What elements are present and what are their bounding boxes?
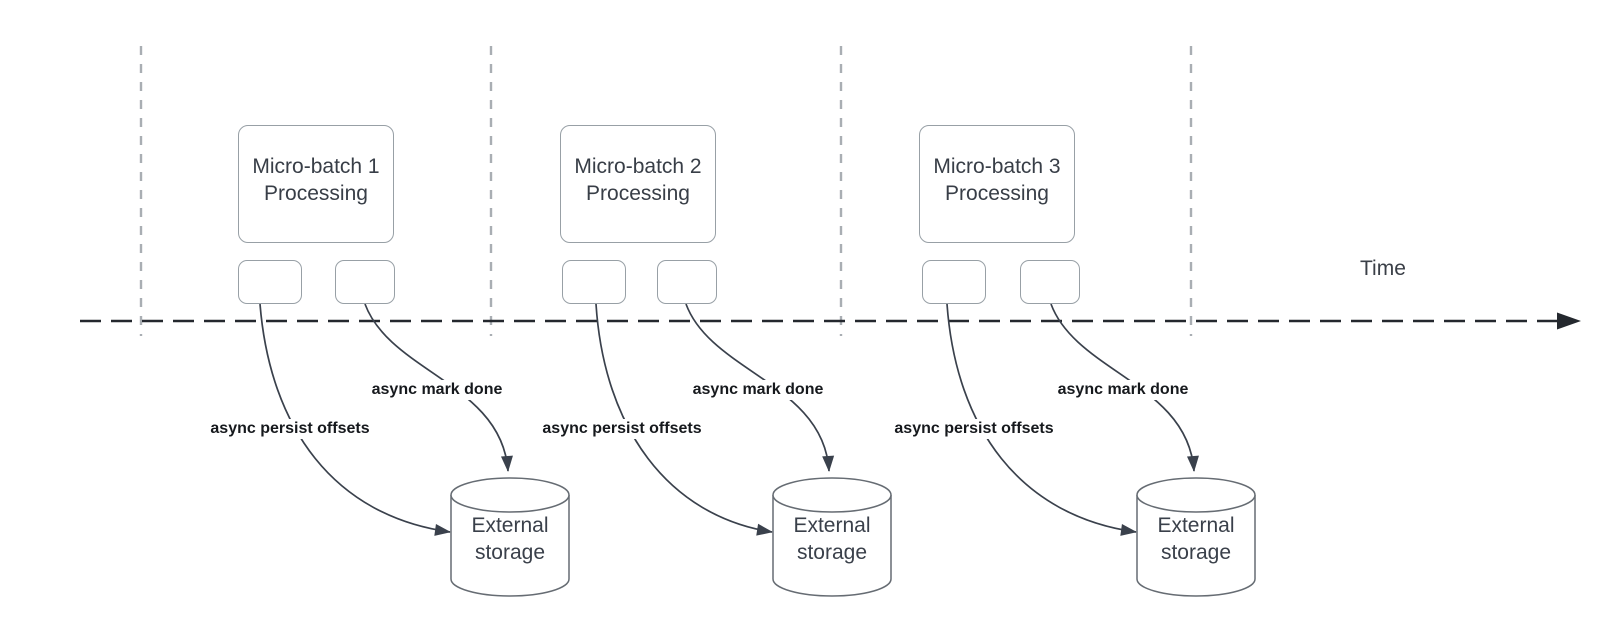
micro-batch-2-title-line2: Processing xyxy=(586,182,690,205)
timeline-arrowhead-icon xyxy=(1557,312,1581,330)
external-storage-label-3: External storage xyxy=(1157,514,1235,564)
micro-batch-2-task-box-left xyxy=(562,260,626,304)
micro-batch-2-title-line1: Micro-batch 2 xyxy=(574,155,702,178)
micro-batch-1-title-line2: Processing xyxy=(264,182,368,205)
mark-done-label-2: async mark done xyxy=(689,380,827,400)
persist-offsets-label-1: async persist offsets xyxy=(207,419,373,439)
micro-batch-1-title-line1: Micro-batch 1 xyxy=(252,155,380,178)
persist-offsets-arrow-3 xyxy=(946,303,1137,536)
micro-batch-2-task-box-right xyxy=(657,260,717,304)
micro-batch-1-task-box-right xyxy=(335,260,395,304)
external-storage-cylinder-2 xyxy=(772,477,892,597)
time-axis-label: Time xyxy=(1360,257,1406,280)
persist-offsets-arrow-2 xyxy=(595,303,773,536)
external-storage-label-1: External storage xyxy=(471,514,549,564)
external-storage-label-2: External storage xyxy=(793,514,871,564)
micro-batch-2-processing-box: Micro-batch 2 Processing xyxy=(560,125,716,243)
external-storage-cylinder-1 xyxy=(450,477,570,597)
persist-offsets-arrow-1 xyxy=(259,303,451,536)
micro-batch-3-title-line1: Micro-batch 3 xyxy=(933,155,1061,178)
mark-done-label-3: async mark done xyxy=(1054,380,1192,400)
mark-done-label-1: async mark done xyxy=(368,380,506,400)
micro-batch-3-task-box-right xyxy=(1020,260,1080,304)
persist-offsets-label-2: async persist offsets xyxy=(539,419,705,439)
micro-batch-3-title-line2: Processing xyxy=(945,182,1049,205)
external-storage-cylinder-3 xyxy=(1136,477,1256,597)
micro-batch-1-task-box-left xyxy=(238,260,302,304)
micro-batch-1-processing-box: Micro-batch 1 Processing xyxy=(238,125,394,243)
micro-batch-3-task-box-left xyxy=(922,260,986,304)
micro-batch-3-processing-box: Micro-batch 3 Processing xyxy=(919,125,1075,243)
persist-offsets-label-3: async persist offsets xyxy=(891,419,1057,439)
